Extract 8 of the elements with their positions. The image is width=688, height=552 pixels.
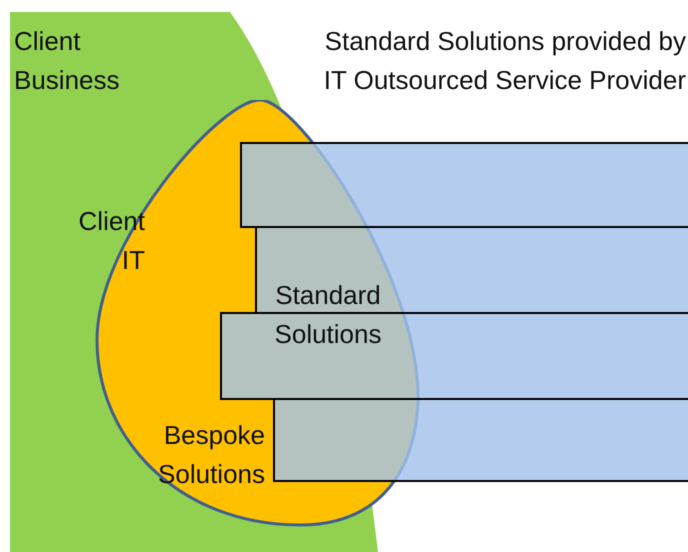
solution-bar xyxy=(220,312,688,400)
overlap-label: Standard Solutions xyxy=(274,279,382,351)
heading-text: Standard Solutions provided by IT Outsourced Service Provider xyxy=(322,25,686,97)
solution-bar xyxy=(240,142,688,228)
region-label: Client Business xyxy=(14,25,120,97)
solution-bar xyxy=(273,398,688,482)
solution-bar xyxy=(255,226,688,314)
region-label: Bespoke Solutions xyxy=(157,419,265,491)
